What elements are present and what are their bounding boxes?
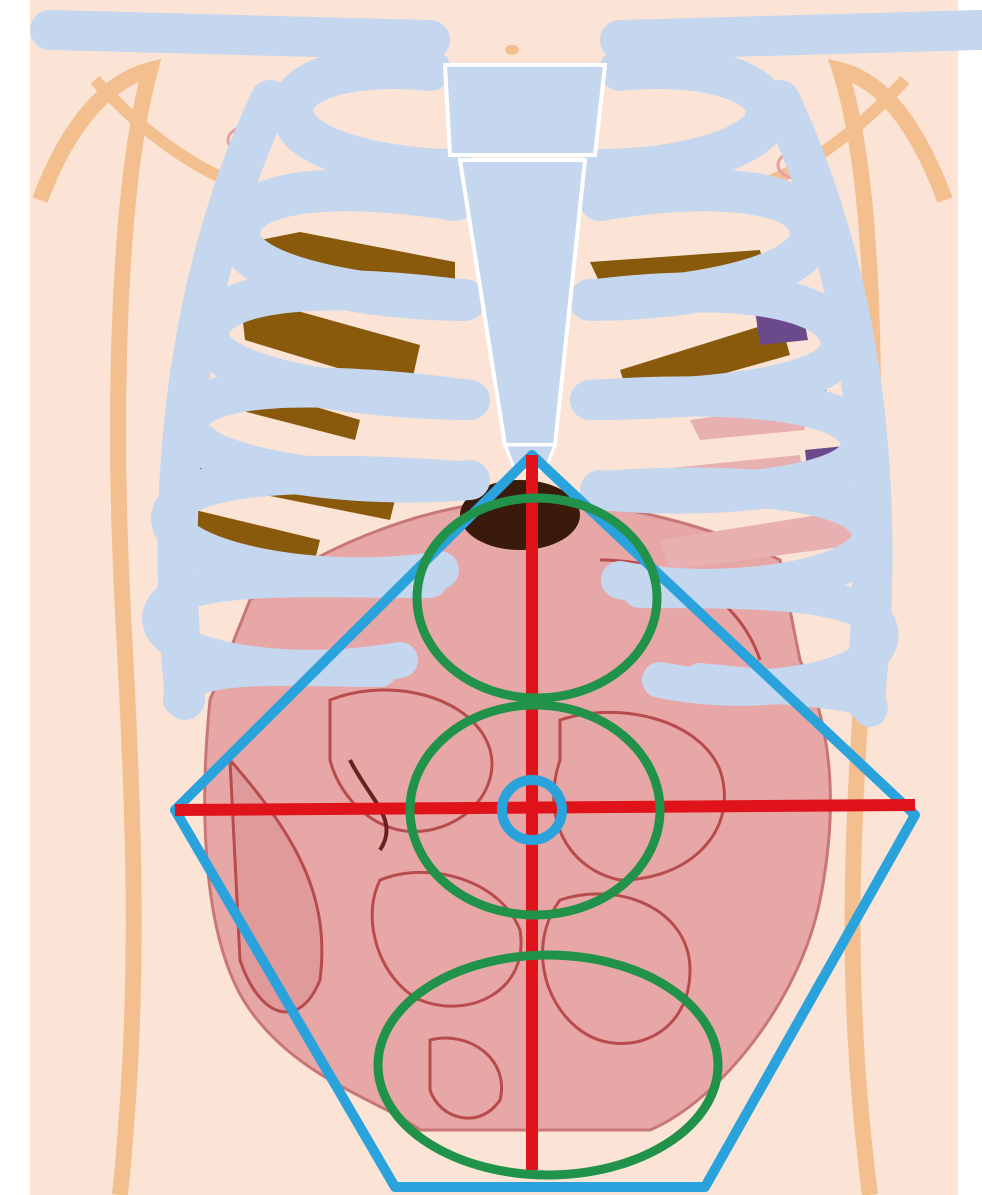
left-margin xyxy=(0,0,30,1195)
horizontal-line xyxy=(175,805,915,810)
right-clavicle xyxy=(620,30,980,40)
left-clavicle xyxy=(50,30,430,40)
jugular-notch xyxy=(505,45,519,55)
manubrium xyxy=(445,65,605,155)
right-margin xyxy=(958,0,982,1195)
